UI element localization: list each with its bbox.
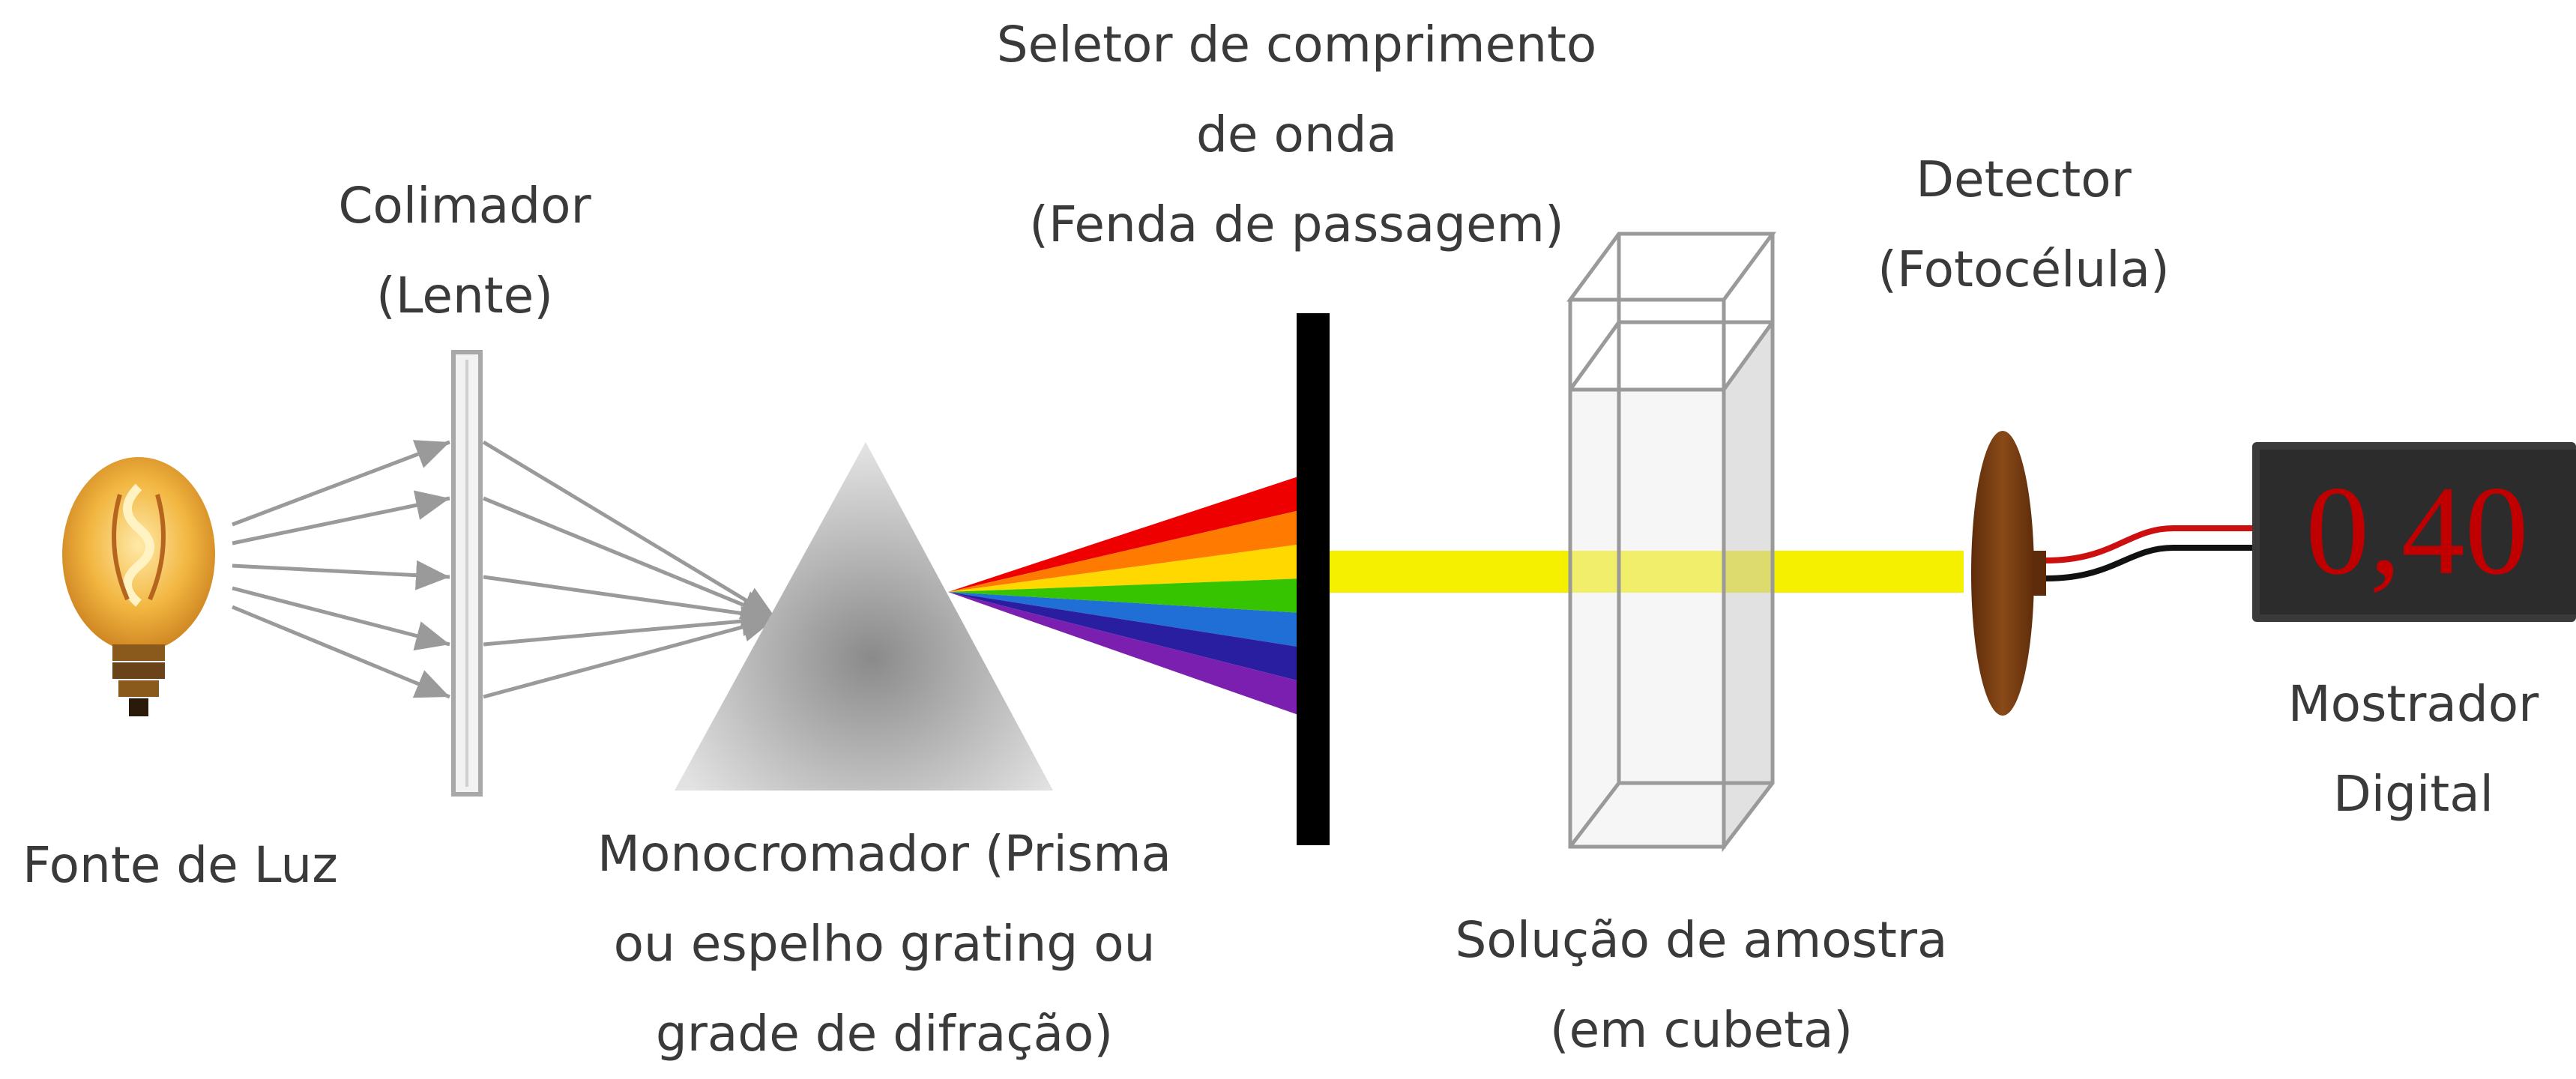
spectrum-band [948,592,1300,682]
slit-icon [1297,313,1330,845]
label-wavelength-selector: Seletor de comprimento de onda (Fenda de… [996,16,1597,253]
spectrum-band [948,510,1300,592]
spectrum-band [948,578,1300,613]
display-reading: 0,40 [2305,460,2529,601]
spectrum-fan [948,476,1300,716]
label-collimator: Colimador (Lente) [338,177,591,324]
detector-wires [2045,525,2256,581]
lightbulb-icon [62,457,215,716]
light-rays [232,440,450,699]
photocell-icon [1971,431,2046,716]
label-monochromator: Monocromador (Prisma ou espelho grating … [597,825,1171,1063]
digital-display-icon: 0,40 [2252,442,2576,622]
spectrum-band [948,476,1300,592]
label-display: Mostrador Digital [2287,675,2539,823]
transmitted-beam [1297,551,1964,593]
label-sample: Solução de amostra (em cubeta) [1455,911,1948,1059]
spectrum-band [948,544,1300,592]
label-light-source: Fonte de Luz [22,836,338,894]
spectrum-band [948,592,1300,716]
cuvette-icon [1566,232,1776,853]
light-rays [482,440,777,699]
prism-icon [675,442,1053,791]
lens-icon [451,350,483,797]
label-detector: Detector (Fotocélula) [1877,151,2170,298]
